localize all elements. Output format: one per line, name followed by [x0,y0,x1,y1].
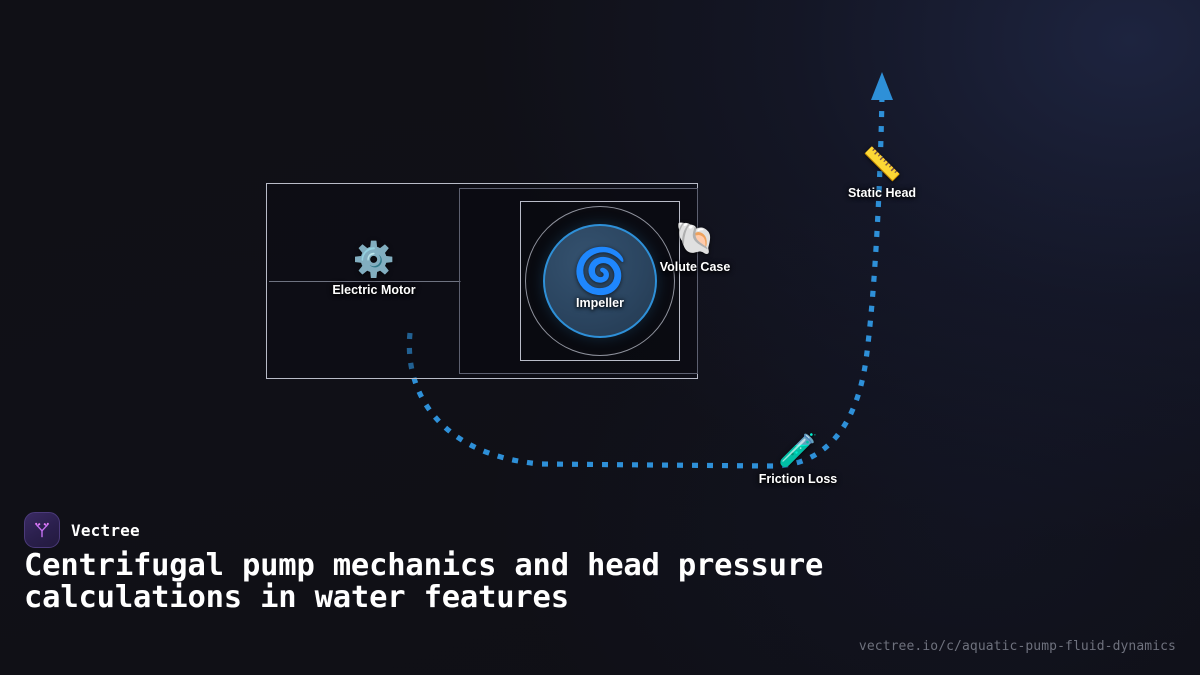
diagram-node-label: Electric Motor [332,283,416,297]
diagram-node-label: Volute Case [659,260,731,274]
gear-icon: ⚙️ [352,241,396,279]
diagram-node-label: Impeller [576,296,624,310]
diagram-node-friction-loss[interactable]: 🧪 Friction Loss [759,434,837,486]
volute-case-ring [525,206,675,356]
brand[interactable]: Vectree [24,512,140,548]
source-url: vectree.io/c/aquatic-pump-fluid-dynamics [858,639,1176,654]
impeller-disc [543,224,657,338]
motor-shaft-line [269,281,461,282]
flow-path-dotted [406,95,885,469]
diagram-node-label: Friction Loss [758,472,838,486]
diagram-node-electric-motor[interactable]: ⚙️ Electric Motor [332,243,415,297]
diagram-node-static-head[interactable]: 📏 Static Head [848,148,916,200]
vectree-tree-logo-icon [24,512,60,548]
footer: Vectree Centrifugal pump mechanics and h… [0,500,1200,675]
diagram-node-impeller[interactable]: 🌀 Impeller [572,247,628,311]
diagram-node-volute-case[interactable]: 🐚 Volute Case [660,222,731,274]
diagram-node-label: Static Head [847,186,917,200]
centrifugal-pump-diagram: ⚙️ Electric Motor 🌀 Impeller 🐚 Volute Ca… [266,72,916,486]
test-tube-icon: 🧪 [778,432,818,468]
flow-arrowhead-up-icon [871,72,893,100]
page-title: Centrifugal pump mechanics and head pres… [24,548,824,615]
spiral-shell-icon: 🐚 [675,220,715,256]
brand-name: Vectree [71,520,140,540]
straight-ruler-icon: 📏 [862,146,902,182]
cyclone-icon: 🌀 [572,247,628,296]
flow-path-layer [406,72,893,469]
